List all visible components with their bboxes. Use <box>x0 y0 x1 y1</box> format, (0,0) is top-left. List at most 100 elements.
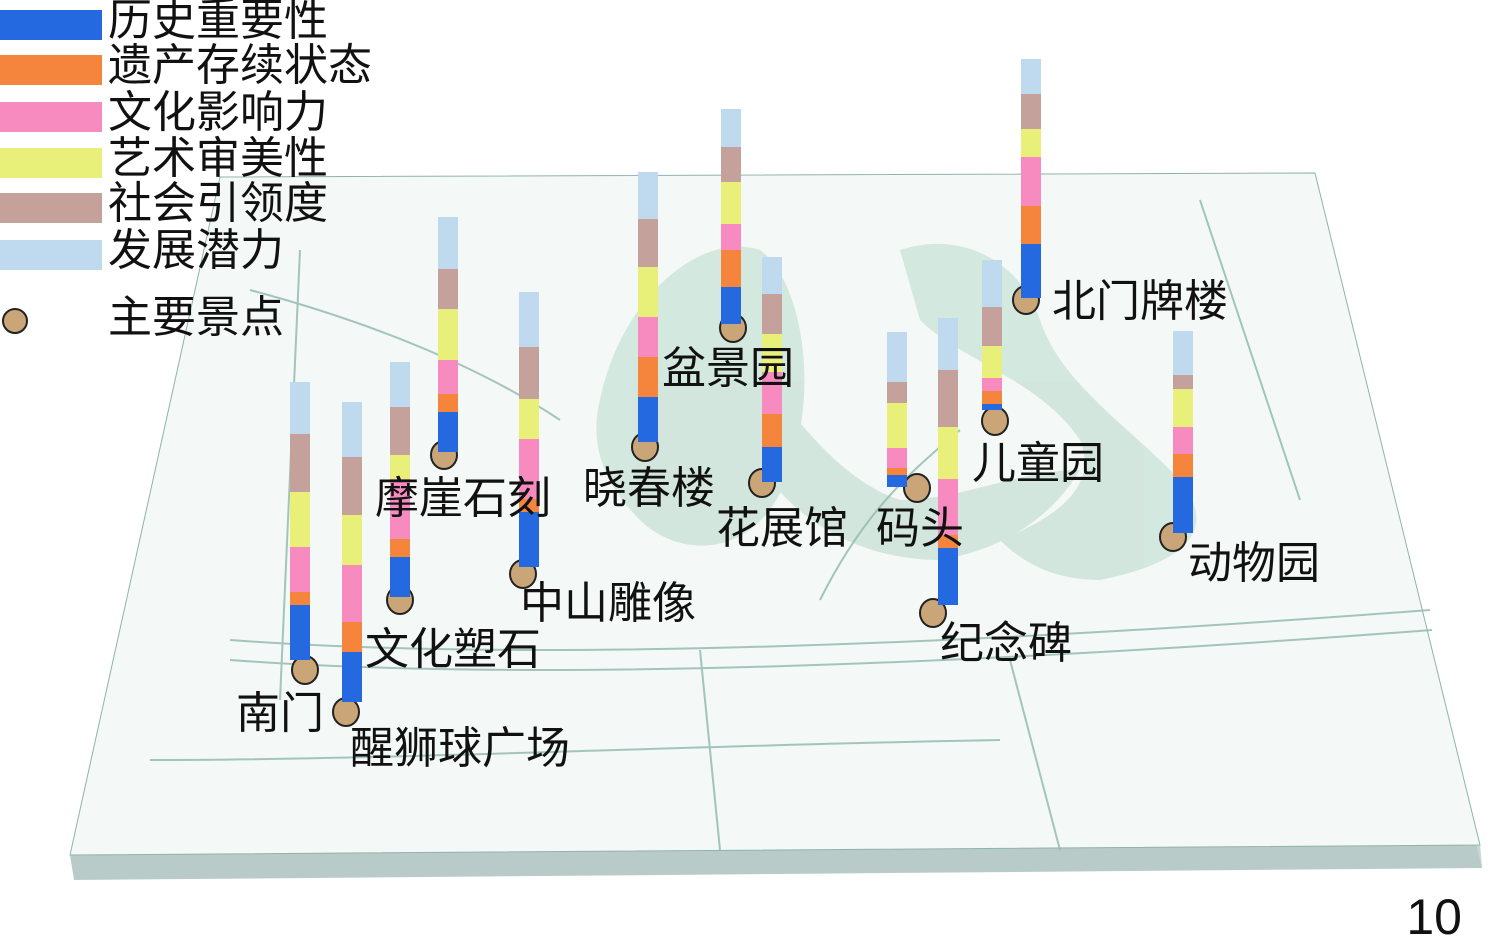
page-number: 10 <box>1406 889 1462 945</box>
bar-segment <box>638 317 658 357</box>
bar-segment <box>390 479 410 539</box>
bar-segment <box>342 622 362 652</box>
site-label: 盆景园 <box>662 343 794 394</box>
bar-segment <box>438 394 458 412</box>
bar-segment <box>519 399 539 439</box>
bar-segment <box>1021 94 1041 129</box>
site-label: 文化塑石 <box>365 624 541 675</box>
legend-label: 艺术审美性 <box>108 133 328 184</box>
legend-swatch <box>0 55 102 85</box>
bar-segment <box>390 455 410 479</box>
site-point-marker <box>332 697 360 727</box>
bar-segment <box>1021 129 1041 157</box>
bar-segment <box>342 652 362 702</box>
bar-segment <box>438 360 458 394</box>
bar-segment <box>290 434 310 492</box>
bar-segment <box>519 292 539 347</box>
bar-segment <box>1173 477 1193 533</box>
bar-segment <box>762 414 782 447</box>
bar-segment <box>342 402 362 457</box>
legend-label: 遗产存续状态 <box>108 40 372 91</box>
bar-segment <box>638 219 658 267</box>
bar-segment <box>982 391 1002 404</box>
bar-segment <box>519 347 539 399</box>
bar-segment <box>390 539 410 557</box>
bar-segment <box>290 592 310 605</box>
site-label: 南门 <box>236 688 324 739</box>
site-label: 摩崖石刻 <box>375 473 551 524</box>
bar-segment <box>887 468 907 475</box>
bar-segment <box>638 172 658 219</box>
bar-segment <box>390 362 410 407</box>
bar-segment <box>938 535 958 548</box>
site-point-marker <box>919 598 947 628</box>
legend-point-marker <box>2 308 28 334</box>
site-label: 醒狮球广场 <box>350 723 570 774</box>
bar-segment <box>390 557 410 597</box>
bar-segment <box>887 332 907 382</box>
map-top-face <box>69 172 1481 856</box>
bar-segment <box>438 217 458 269</box>
legend-label: 发展潜力 <box>108 225 284 276</box>
stacked-bars <box>290 59 1193 727</box>
bar-segment <box>390 407 410 455</box>
bar-segment <box>519 512 539 567</box>
bar-segment <box>721 182 741 224</box>
legend-swatch <box>0 10 102 40</box>
bar-segment <box>982 404 1002 410</box>
bar-segment <box>721 250 741 287</box>
legend-swatch <box>0 102 102 132</box>
bar-segment <box>342 565 362 622</box>
map-roads <box>149 199 1433 851</box>
bar-segment <box>762 447 782 482</box>
bar-segment <box>887 448 907 468</box>
legend-label: 历史重要性 <box>108 0 328 46</box>
bar-segment <box>638 357 658 397</box>
bar-segment <box>1173 389 1193 427</box>
bar-segment <box>1173 454 1193 477</box>
bar-segment <box>721 147 741 182</box>
bar-segment <box>762 372 782 414</box>
bar-segment <box>290 547 310 592</box>
bar-segment <box>519 439 539 499</box>
bar-segment <box>290 605 310 660</box>
bar-segment <box>762 294 782 334</box>
bar-segment <box>1021 157 1041 206</box>
site-label: 北门牌楼 <box>1052 276 1228 327</box>
legend-label: 文化影响力 <box>108 87 328 138</box>
bar-segment <box>982 307 1002 346</box>
bar-segment <box>290 382 310 434</box>
bar-segment <box>1021 206 1041 244</box>
legend-swatch <box>0 240 102 270</box>
bar-segment <box>982 346 1002 378</box>
bar-segment <box>721 224 741 250</box>
bar-segment <box>721 287 741 324</box>
bar-segment <box>1173 427 1193 454</box>
legend-label: 社会引领度 <box>108 178 328 229</box>
bar-segment <box>638 397 658 442</box>
site-label: 码头 <box>876 503 964 554</box>
bar-segment <box>762 257 782 294</box>
bar-segment <box>1021 59 1041 94</box>
bar-segment <box>342 515 362 565</box>
site-label: 动物园 <box>1188 538 1320 589</box>
site-label: 纪念碑 <box>940 618 1072 669</box>
map-side-front <box>70 845 1482 880</box>
site-point-marker <box>981 406 1009 436</box>
legend-point-label: 主要景点 <box>108 292 284 343</box>
bar-segment <box>438 412 458 452</box>
bar-segment <box>519 499 539 512</box>
bar-segment <box>938 370 958 427</box>
bar-segment <box>982 260 1002 307</box>
bar-segment <box>938 427 958 479</box>
site-point-marker <box>291 655 319 685</box>
site-label: 花展馆 <box>716 503 848 554</box>
bar-segment <box>887 403 907 448</box>
bar-segment <box>438 269 458 309</box>
site-point-marker <box>903 473 931 503</box>
bar-segment <box>721 109 741 147</box>
bar-segment <box>762 334 782 372</box>
bar-segment <box>638 267 658 317</box>
bar-segment <box>938 318 958 370</box>
